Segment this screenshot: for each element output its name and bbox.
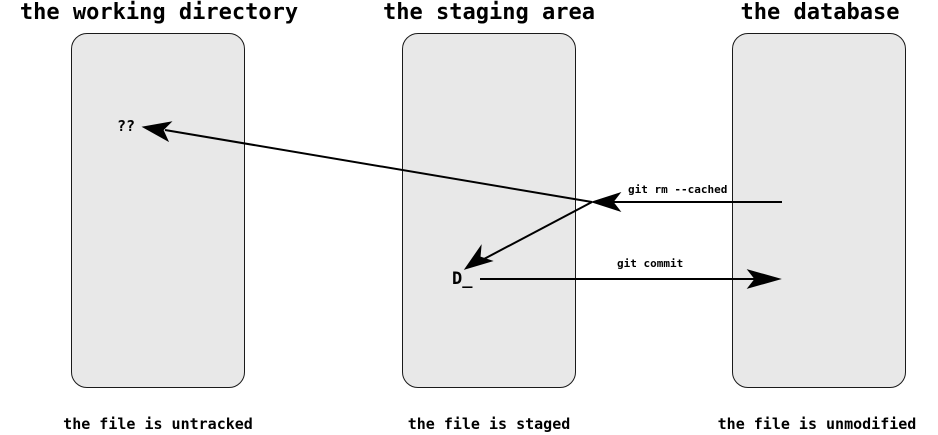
- database-title: the database: [740, 0, 900, 25]
- rm-cached-path: [164, 129, 782, 260]
- rm-cached-arrowhead: [590, 192, 622, 212]
- working-directory-title: the working directory: [19, 0, 299, 25]
- staged-deleted-status-code: D_: [452, 269, 473, 289]
- untracked-status-code: ??: [117, 117, 136, 135]
- untracked-arrowhead: [141, 121, 173, 143]
- rm-cached-command-label: git rm --cached: [628, 183, 728, 196]
- staged-arrowhead: [463, 244, 494, 270]
- working-directory-panel: [71, 33, 245, 388]
- arrowheads: [141, 121, 782, 289]
- staging-area-panel: [402, 33, 576, 388]
- staging-area-title: the staging area: [383, 0, 595, 25]
- staging-area-caption: the file is staged: [407, 415, 571, 433]
- working-directory-caption: the file is untracked: [63, 415, 253, 433]
- database-panel: [732, 33, 906, 388]
- database-caption: the file is unmodified: [717, 415, 917, 433]
- commit-command-label: git commit: [617, 257, 684, 270]
